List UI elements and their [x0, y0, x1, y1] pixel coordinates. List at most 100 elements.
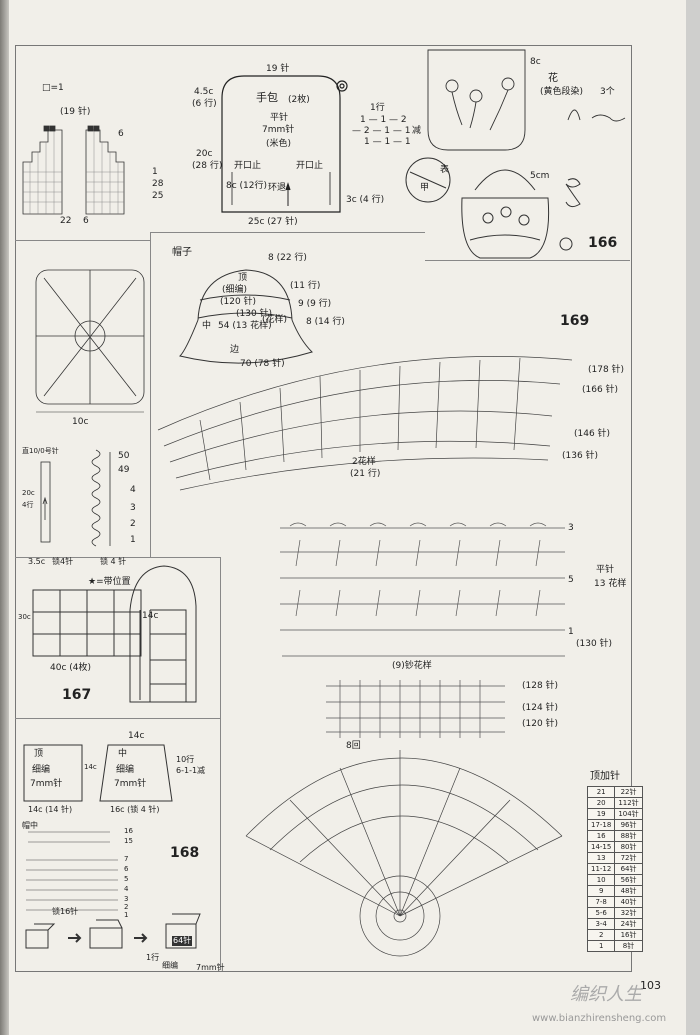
brim-row: 3	[124, 895, 129, 903]
book-spine	[0, 0, 9, 1035]
brim-row: 4	[124, 885, 129, 893]
brim-row: 6	[124, 865, 129, 873]
chain-row: 1	[130, 535, 136, 545]
increase-row-number: 21	[586, 786, 616, 798]
mid-needle: 7mm针	[114, 779, 147, 789]
separator	[150, 232, 151, 557]
separator	[15, 557, 220, 558]
separator	[425, 260, 630, 261]
grid-width: 40c (4枚)	[50, 663, 92, 673]
hat-crown: 顶	[238, 273, 248, 283]
pocket-illustration	[427, 49, 626, 151]
brim-label: 帽中	[22, 821, 38, 830]
bag-grid	[32, 565, 197, 703]
bag-height-rows: (28 行)	[192, 161, 223, 171]
side-size: 5cm	[530, 171, 550, 181]
increase-row-number: 3-4	[586, 918, 616, 930]
square-motif	[35, 269, 145, 413]
flower-label: 花	[548, 73, 558, 84]
needle-note: 直10/0号针	[22, 447, 59, 455]
brim-row: 15	[124, 837, 133, 845]
handle-label: 表	[440, 165, 450, 175]
mesh-row: 3	[568, 523, 574, 533]
strip-chain: 锁 4 针	[100, 557, 127, 566]
motif-size: 10c	[72, 417, 89, 427]
grid-label: 28	[152, 179, 164, 189]
bag-height: 20c	[196, 149, 213, 159]
band-repeat-rows: (21 行)	[350, 469, 381, 479]
bag-count: (2枚)	[288, 95, 310, 105]
hat-top: 8 (22 行)	[268, 253, 307, 263]
bag-left-top: 4.5c	[194, 87, 214, 97]
mesh-side-count: (130 针)	[576, 639, 613, 649]
hat-brim-count: 70 (78 针)	[240, 359, 285, 369]
bag-left-top-rows: (6 行)	[192, 99, 217, 109]
hat-thin: (细编)	[222, 285, 248, 295]
handbag-illustration	[405, 157, 581, 259]
increase-stitch-count: 22针	[614, 786, 643, 798]
mid-rows: 10行	[176, 755, 195, 764]
increase-stitch-count: 72针	[614, 852, 643, 864]
mid-decrease: 6-1-1减	[176, 766, 206, 775]
mesh-row: 1	[568, 627, 574, 637]
bag-needle: 7mm针	[262, 125, 295, 135]
height-note: 20c	[22, 489, 35, 497]
increase-row-number: 10	[586, 874, 616, 886]
grid-label: 6	[118, 129, 124, 139]
top-width: 14c (14 针)	[28, 805, 73, 814]
hat-brim: 边	[230, 345, 240, 355]
mid-top: 14c	[128, 731, 145, 741]
chain-rows-chart	[326, 680, 505, 738]
grid-label: 25	[152, 191, 164, 201]
increase-stitch-count: 104针	[614, 808, 643, 820]
rows-note: 4行	[22, 501, 34, 509]
brim-row: 1	[124, 911, 129, 919]
band-count: (136 针)	[562, 451, 599, 461]
bag-bottom-mid: 环退	[268, 183, 287, 193]
bag-stitch-chart	[22, 125, 125, 215]
band-count: (178 针)	[588, 365, 625, 375]
top-height: 14c	[84, 763, 97, 771]
grid-label: 1	[152, 167, 158, 177]
table-title: 顶加针	[590, 771, 620, 782]
grid-height: 30c	[18, 613, 31, 621]
increase-stitch-count: 16针	[614, 929, 643, 941]
increase-row-number: 17-18	[586, 819, 616, 831]
chain-count: (128 针)	[522, 681, 559, 691]
bag-title: 手包	[256, 91, 278, 104]
pocket-size: 8c	[530, 57, 541, 67]
project-number-169: 169	[560, 313, 590, 329]
mesh-row: 5	[568, 575, 574, 585]
increase-stitch-count: 96针	[614, 819, 643, 831]
band-count: (146 针)	[574, 429, 611, 439]
increase-row-number: 1	[586, 940, 616, 952]
bottom-label: 7mm针	[196, 963, 225, 972]
opening-right: 开口止	[296, 161, 324, 171]
decrease-row: 1 — 1 — 2	[360, 115, 407, 125]
increase-row-number: 7-8	[586, 896, 616, 908]
chain-count: (124 针)	[522, 703, 559, 713]
hat-panels	[23, 744, 201, 949]
bag-side: 14c	[142, 611, 159, 621]
handle-label: 甲	[420, 183, 430, 193]
strip-size: 3.5c	[28, 557, 46, 566]
project-number-166: 166	[588, 235, 618, 251]
increase-row-number: 19	[586, 808, 616, 820]
increase-row-number: 14-15	[586, 841, 616, 853]
crown-fan-chart	[245, 750, 563, 957]
top-label: 顶	[34, 749, 44, 759]
increase-stitch-count: 48针	[614, 885, 643, 897]
increase-row-number: 13	[586, 852, 616, 864]
chain-row: 49	[118, 465, 130, 475]
bag-bottom-right: 3c (4 行)	[346, 195, 385, 205]
hat-stitches-130: (130 针)	[236, 309, 273, 319]
brim-row: 5	[124, 875, 129, 883]
grid-label: 6	[83, 216, 89, 226]
